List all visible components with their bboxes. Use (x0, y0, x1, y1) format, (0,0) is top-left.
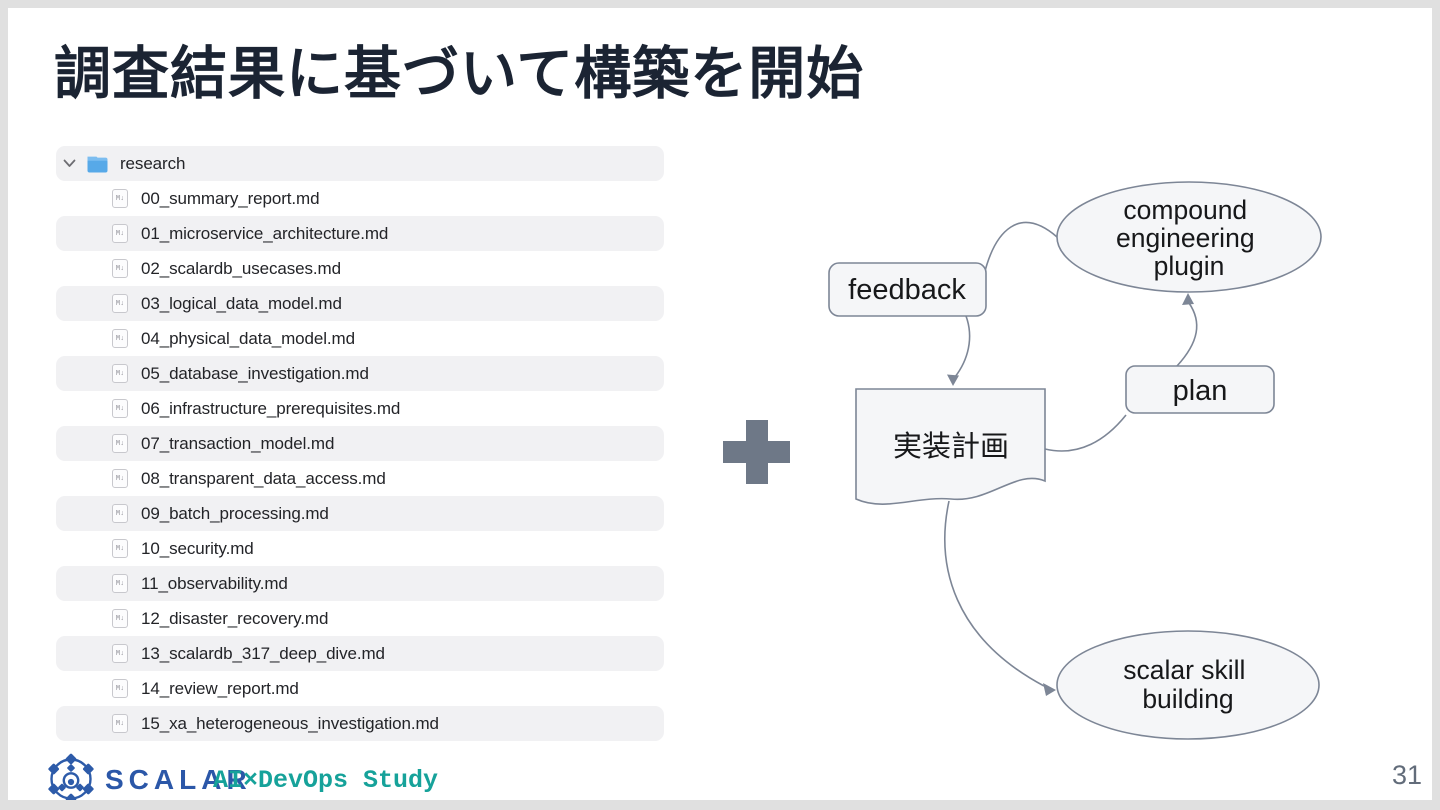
file-row: M↓ 13_scalardb_317_deep_dive.md (56, 636, 664, 671)
markdown-file-icon: M↓ (112, 679, 128, 698)
node-compound-engineering-plugin (1056, 181, 1322, 293)
connector-plan-to-compound (1176, 302, 1198, 367)
file-row: M↓ 02_scalardb_usecases.md (56, 251, 664, 286)
chevron-down-icon (63, 159, 77, 169)
node-plan-label: plan (1173, 375, 1228, 407)
markdown-file-icon: M↓ (112, 364, 128, 383)
markdown-file-icon: M↓ (112, 434, 128, 453)
file-name: 15_xa_heterogeneous_investigation.md (141, 713, 439, 733)
file-name: 08_transparent_data_access.md (141, 468, 386, 488)
file-row: M↓ 03_logical_data_model.md (56, 286, 664, 321)
markdown-file-icon: M↓ (112, 399, 128, 418)
node-scalar-label: scalar skill building (1123, 655, 1253, 714)
file-name: 10_security.md (141, 538, 254, 558)
file-name: 02_scalardb_usecases.md (141, 258, 341, 278)
file-row: M↓ 07_transaction_model.md (56, 426, 664, 461)
brand-name: SCALAR (105, 764, 252, 795)
file-name: 03_logical_data_model.md (141, 293, 342, 313)
file-row: M↓ 06_infrastructure_prerequisites.md (56, 391, 664, 426)
connector-feedback-to-implementation (954, 315, 971, 378)
file-row: M↓ 15_xa_heterogeneous_investigation.md (56, 706, 664, 741)
file-name: 06_infrastructure_prerequisites.md (141, 398, 401, 418)
markdown-file-icon: M↓ (112, 609, 128, 628)
markdown-file-icon: M↓ (112, 469, 128, 488)
scalar-logo-icon (48, 753, 94, 800)
file-row: M↓ 00_summary_report.md (56, 181, 664, 216)
page-number: 31 (1391, 760, 1422, 790)
file-name: 12_disaster_recovery.md (141, 608, 329, 628)
markdown-file-icon: M↓ (112, 329, 128, 348)
markdown-file-icon: M↓ (112, 714, 128, 733)
file-name: 11_observability.md (141, 573, 288, 593)
file-name: 04_physical_data_model.md (141, 328, 355, 348)
file-row: M↓ 04_physical_data_model.md (56, 321, 664, 356)
node-plan (1125, 365, 1275, 414)
markdown-file-icon: M↓ (112, 189, 128, 208)
folder-icon (86, 155, 109, 173)
node-feedback (828, 262, 987, 317)
file-name: 00_summary_report.md (141, 188, 320, 208)
file-name: 01_microservice_architecture.md (141, 223, 389, 243)
node-compound-label: compound engineering plugin (1116, 195, 1262, 281)
markdown-file-icon: M↓ (112, 644, 128, 663)
arrowhead-up-icon (1182, 293, 1194, 305)
file-row: M↓ 12_disaster_recovery.md (56, 601, 664, 636)
connector-implementation-to-plan (1044, 414, 1127, 452)
node-implementation-plan (855, 388, 1046, 505)
event-name: AI×DevOps Study (213, 766, 439, 795)
page-title: 調査結果に基づいて構築を開始 (54, 42, 865, 106)
file-row: M↓ 10_security.md (56, 531, 664, 566)
file-row: M↓ 08_transparent_data_access.md (56, 461, 664, 496)
node-feedback-label: feedback (848, 274, 966, 306)
file-name: 14_review_report.md (141, 678, 299, 698)
file-name: 07_transaction_model.md (141, 433, 335, 453)
markdown-file-icon: M↓ (112, 574, 128, 593)
slide: 調査結果に基づいて構築を開始 research M↓ 00_summary_rep… (8, 8, 1432, 800)
markdown-file-icon: M↓ (112, 504, 128, 523)
markdown-file-icon: M↓ (112, 224, 128, 243)
file-row: M↓ 14_review_report.md (56, 671, 664, 706)
folder-name: research (120, 153, 186, 173)
arrowhead-right-icon (1043, 683, 1056, 696)
plus-icon (723, 420, 790, 484)
arrowhead-down-icon (947, 374, 959, 386)
file-row: M↓ 05_database_investigation.md (56, 356, 664, 391)
markdown-file-icon: M↓ (112, 259, 128, 278)
folder-row: research (56, 146, 664, 181)
file-name: 05_database_investigation.md (141, 363, 369, 383)
file-name: 13_scalardb_317_deep_dive.md (141, 643, 385, 663)
file-row: M↓ 11_observability.md (56, 566, 664, 601)
markdown-file-icon: M↓ (112, 294, 128, 313)
file-row: M↓ 09_batch_processing.md (56, 496, 664, 531)
connector-implementation-to-scalar (944, 500, 1045, 687)
flow-diagram: feedback compound engineering plugin pla… (828, 181, 1322, 740)
file-name: 09_batch_processing.md (141, 503, 329, 523)
markdown-file-icon: M↓ (112, 539, 128, 558)
connector-feedback-to-compound (983, 221, 1058, 276)
file-row: M↓ 01_microservice_architecture.md (56, 216, 664, 251)
node-scalar-skill-building (1056, 630, 1320, 740)
node-implementation-plan-label: 実装計画 (893, 430, 1009, 463)
